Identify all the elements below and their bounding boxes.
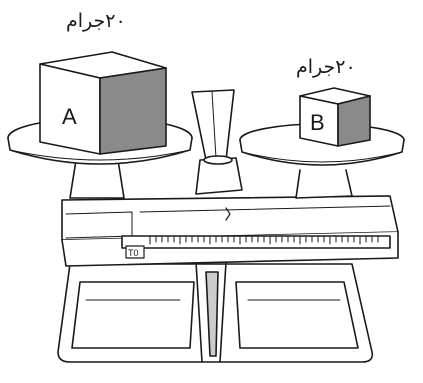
box-b-letter: B bbox=[310, 110, 325, 135]
box-a bbox=[40, 52, 166, 154]
pointer-column bbox=[192, 90, 242, 194]
beam-plate-text: T0 bbox=[128, 248, 139, 258]
mass-label-a: ٢٠جرام bbox=[66, 10, 126, 32]
box-a-letter: A bbox=[62, 104, 77, 129]
beam-housing bbox=[62, 196, 398, 266]
mass-label-b: ٢٠جرام bbox=[296, 56, 356, 78]
scale-base bbox=[58, 262, 372, 362]
